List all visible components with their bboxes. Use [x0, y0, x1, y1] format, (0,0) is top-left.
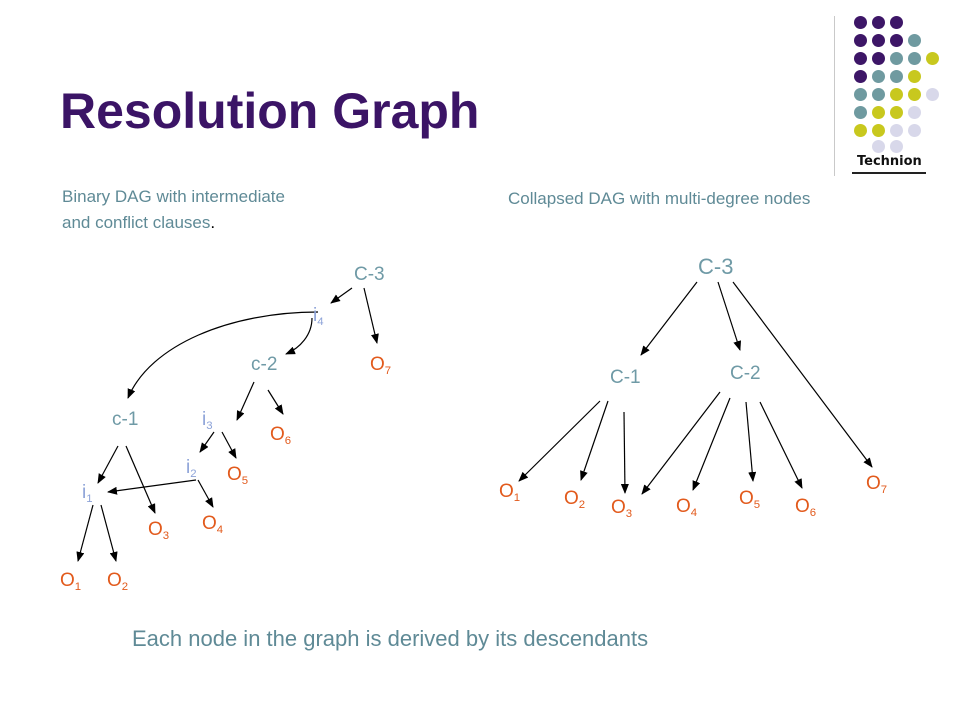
logo-dot: [908, 52, 921, 65]
logo-dot: [890, 34, 903, 47]
logo-dot: [854, 34, 867, 47]
edge-rc2-o3: [641, 391, 721, 495]
left-node-i4: i4: [313, 305, 324, 328]
logo-dot: [854, 70, 867, 83]
edge-rc3-o7: [732, 281, 873, 468]
logo-dot: [890, 140, 903, 153]
right-node-o6: O6: [795, 496, 817, 519]
logo-dot: [854, 52, 867, 65]
edge-rc1-o2: [580, 400, 609, 481]
edge-rc2-o5: [745, 401, 757, 482]
left-caption-period: .: [210, 213, 216, 232]
right-node-o2: O2: [564, 488, 586, 511]
right-node-c1: C-1: [610, 367, 641, 388]
edge-c2-i3: [236, 381, 255, 421]
bottom-statement: Each node in the graph is derived by its…: [132, 626, 649, 651]
brand-name: Technion: [857, 154, 922, 169]
logo-dot: [890, 16, 903, 29]
right-node-c3: C-3: [698, 254, 734, 279]
edge-rc2-o6: [759, 401, 803, 489]
logo-dot: [926, 52, 939, 65]
left-caption: Binary DAG with intermediate and conflic…: [62, 184, 285, 236]
edge-c3-o7: [363, 287, 379, 344]
left-node-c2: c-2: [251, 354, 278, 375]
logo-dot: [890, 52, 903, 65]
logo-dot: [908, 34, 921, 47]
logo-dot: [908, 124, 921, 137]
right-caption: Collapsed DAG with multi-degree nodes: [508, 189, 811, 208]
edge-c3-i4: [330, 287, 353, 304]
edge-rc1-o1: [518, 400, 601, 482]
edge-rc2-o4: [692, 397, 731, 491]
logo-dot: [872, 70, 885, 83]
left-node-i1: i1: [82, 482, 93, 505]
edge-i3-o5: [221, 431, 237, 459]
edge-c1-i1: [97, 445, 119, 484]
edge-rc1-o3: [620, 411, 629, 494]
right-node-o3: O3: [611, 497, 633, 520]
logo-dot: [854, 106, 867, 119]
left-node-i3: i3: [202, 409, 213, 432]
divider-line: [834, 16, 835, 176]
logo-dot: [854, 16, 867, 29]
logo-dot: [872, 124, 885, 137]
right-node-c2: C-2: [730, 363, 761, 384]
left-node-o2: O2: [107, 570, 129, 593]
edge-i2-i1: [107, 479, 197, 495]
edge-i2-o4: [197, 479, 214, 508]
logo-dot: [908, 88, 921, 101]
technion-logo-dots: [850, 12, 950, 153]
right-node-o4: O4: [676, 496, 698, 519]
left-node-o6: O6: [270, 424, 292, 447]
page-title: Resolution Graph: [60, 83, 480, 139]
edge-rc3-c2: [717, 281, 742, 351]
logo-dot: [854, 124, 867, 137]
logo-dot: [890, 106, 903, 119]
left-node-i2: i2: [186, 457, 197, 480]
logo-dot: [872, 16, 885, 29]
edge-c1-o3: [125, 445, 156, 514]
logo-dot: [890, 88, 903, 101]
logo-dot: [872, 140, 885, 153]
edge-i1-o2: [100, 504, 118, 562]
logo-dot: [872, 106, 885, 119]
left-node-o4: O4: [202, 513, 224, 536]
edge-c2-o6: [267, 389, 284, 415]
logo-dot: [890, 70, 903, 83]
left-caption-line2: and conflict clauses: [62, 213, 211, 232]
right-node-o5: O5: [739, 488, 761, 511]
logo-dot: [872, 34, 885, 47]
left-node-o3: O3: [148, 519, 170, 542]
left-node-c1: c-1: [112, 409, 139, 430]
logo-dot: [908, 70, 921, 83]
left-node-o5: O5: [227, 464, 249, 487]
left-node-o7: O7: [370, 354, 392, 377]
edge-i4-c1: [127, 311, 319, 399]
logo-dot: [926, 88, 939, 101]
edge-i4-c2: [285, 317, 313, 355]
logo-dot: [890, 124, 903, 137]
logo-dot: [908, 106, 921, 119]
left-caption-line1: Binary DAG with intermediate: [62, 187, 285, 206]
right-node-o7: O7: [866, 473, 888, 496]
left-node-c3: C-3: [354, 264, 385, 285]
logo-dot: [854, 88, 867, 101]
edge-i1-o1: [76, 504, 94, 562]
left-node-o1: O1: [60, 570, 82, 593]
logo-dot: [872, 88, 885, 101]
right-node-o1: O1: [499, 481, 521, 504]
edge-i3-i2: [199, 431, 215, 453]
logo-dot: [872, 52, 885, 65]
brand-underline: [852, 172, 926, 174]
edge-rc3-c1: [640, 281, 698, 356]
